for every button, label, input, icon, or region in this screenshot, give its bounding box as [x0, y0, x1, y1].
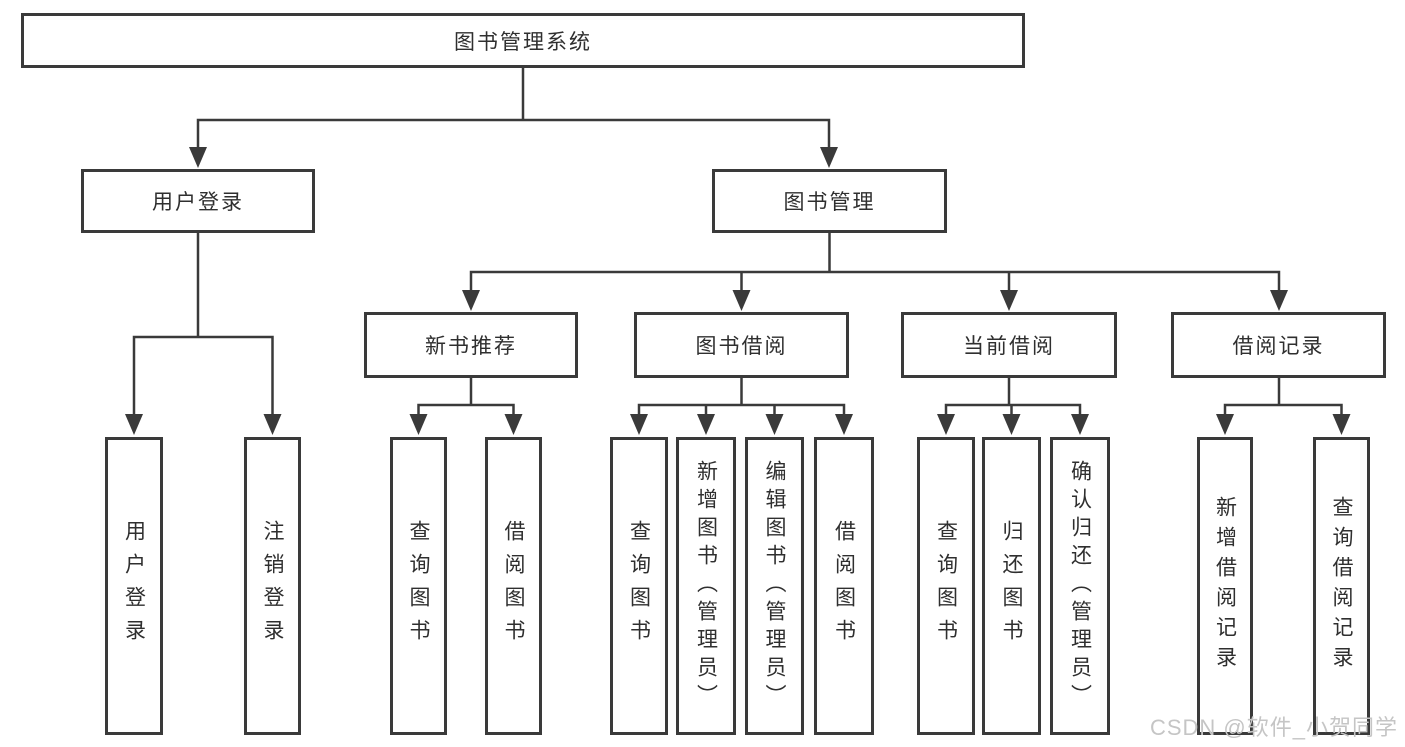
node-label: 新增图书（管理员） — [694, 460, 718, 712]
leaf-borrow-books-recommend: 借阅图书 — [485, 437, 542, 735]
watermark: CSDN @软件_小贺同学 — [1149, 715, 1398, 740]
leaf-query-borrow-record: 查询借阅记录 — [1313, 437, 1370, 735]
node-current-borrowing: 当前借阅 — [901, 312, 1117, 378]
node-label: 借阅图书 — [502, 520, 525, 652]
arrowheads — [125, 147, 1351, 435]
leaf-add-books-admin: 新增图书（管理员） — [676, 437, 736, 735]
node-label: 确认归还（管理员） — [1068, 460, 1092, 712]
node-new-book-recommendation: 新书推荐 — [364, 312, 578, 378]
node-label: 用户登录 — [122, 520, 146, 652]
node-label: 新增借阅记录 — [1213, 496, 1237, 676]
leaf-confirm-return-admin: 确认归还（管理员） — [1050, 437, 1110, 735]
node-label: 图书管理系统 — [454, 30, 592, 54]
node-label: 查询图书 — [407, 520, 430, 652]
node-label: 归还图书 — [1000, 520, 1023, 652]
node-label: 图书借阅 — [695, 335, 788, 358]
node-label: 查询借阅记录 — [1330, 496, 1353, 676]
node-label: 新书推荐 — [425, 335, 517, 358]
leaf-borrow-books-borrowing: 借阅图书 — [814, 437, 874, 735]
edge-root-to-level2 — [196, 66, 831, 160]
node-label: 编辑图书（管理员） — [763, 460, 786, 712]
node-root-library-system: 图书管理系统 — [21, 13, 1025, 68]
leaf-user-login: 用户登录 — [105, 437, 163, 735]
leaf-add-borrow-record: 新增借阅记录 — [1197, 437, 1253, 735]
node-label: 查询图书 — [627, 520, 651, 652]
edge-userlogin-to-leaves — [132, 231, 274, 426]
node-label: 借阅图书 — [832, 520, 856, 652]
edge-newbook-to-leaves — [417, 376, 515, 426]
leaf-return-books: 归还图书 — [982, 437, 1041, 735]
leaf-logout: 注销登录 — [244, 437, 301, 735]
edge-bookmgmt-to-level3 — [469, 231, 1281, 302]
leaf-query-books-borrowing: 查询图书 — [610, 437, 668, 735]
leaf-query-books-recommend: 查询图书 — [390, 437, 447, 735]
node-label: 借阅记录 — [1232, 335, 1325, 358]
edge-bookborrow-to-leaves — [637, 376, 846, 426]
leaf-edit-books-admin: 编辑图书（管理员） — [745, 437, 804, 735]
leaf-query-books-current: 查询图书 — [917, 437, 975, 735]
node-label: 注销登录 — [261, 520, 284, 652]
edge-records-to-leaves — [1223, 376, 1343, 426]
node-label: 图书管理 — [783, 191, 876, 214]
node-label: 当前借阅 — [963, 335, 1055, 358]
node-label: 查询图书 — [934, 520, 958, 652]
node-book-management-branch: 图书管理 — [712, 169, 947, 233]
node-label: 用户登录 — [152, 191, 244, 214]
node-borrowing-records: 借阅记录 — [1171, 312, 1386, 378]
node-book-borrowing: 图书借阅 — [634, 312, 849, 378]
node-user-login-branch: 用户登录 — [81, 169, 315, 233]
